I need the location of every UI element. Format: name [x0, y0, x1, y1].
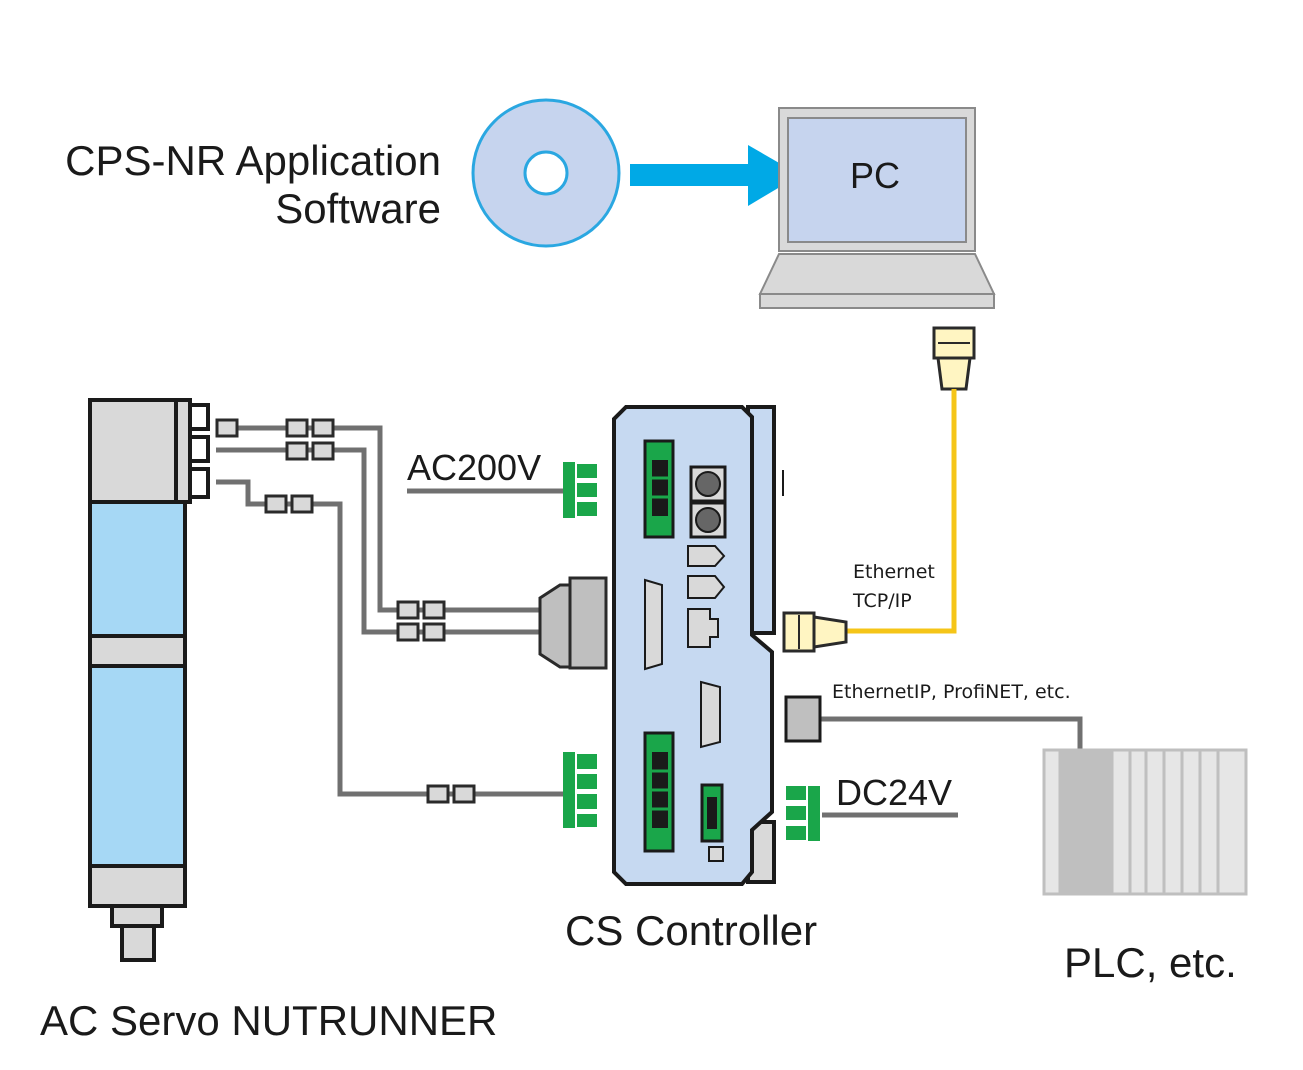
nutrunner-label: AC Servo NUTRUNNER [40, 997, 498, 1044]
software-disc-icon [471, 98, 621, 248]
ethernet-label-line2: TCP/IP [853, 590, 912, 612]
nutrunner-icon [88, 398, 210, 962]
software-label-line1: CPS-NR Application [65, 137, 441, 184]
laptop-pc-icon [758, 107, 996, 309]
ac200v-terminal-icon [563, 462, 597, 518]
ethernet-plug-controller-icon [782, 611, 848, 653]
cable-connectors [215, 418, 476, 804]
install-arrow-icon [630, 145, 800, 206]
ethernet-cable [846, 389, 957, 634]
plc-label: PLC, etc. [1064, 939, 1237, 986]
fieldbus-label: EthernetIP, ProfiNET, etc. [832, 681, 1071, 703]
pc-label: PC [850, 155, 901, 196]
dsub-connector-icon [538, 576, 608, 670]
motor-terminal-icon [563, 752, 597, 828]
plc-icon [1042, 748, 1248, 896]
ac200v-label: AC200V [407, 447, 542, 488]
ethernet-label-line1: Ethernet [853, 561, 935, 583]
dc24v-label: DC24V [836, 772, 953, 813]
cs-controller-icon [612, 405, 784, 886]
ethernet-plug-pc-icon [932, 326, 976, 391]
fieldbus-connector-icon [784, 695, 822, 743]
controller-label: CS Controller [565, 907, 818, 954]
software-label-line2: Software [275, 185, 441, 232]
dc24v-terminal-icon [786, 786, 820, 841]
